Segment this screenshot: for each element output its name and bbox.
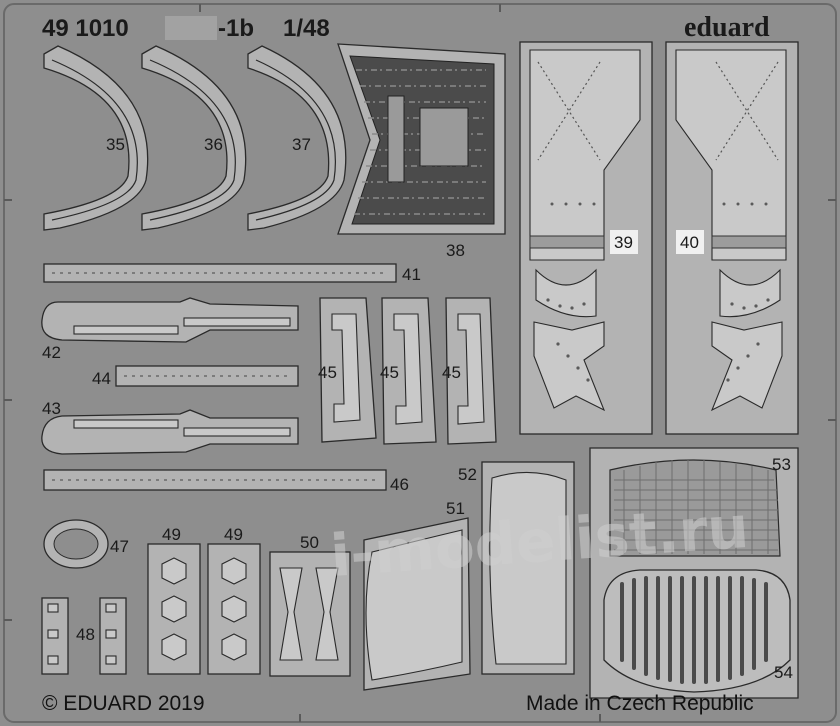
- part-number-38: 38: [446, 241, 465, 260]
- part-number-49-b: 49: [224, 525, 243, 544]
- part-number-46: 46: [390, 475, 409, 494]
- part-number-49-a: 49: [162, 525, 181, 544]
- part-number-44: 44: [92, 369, 111, 388]
- part-50-frame: [269, 551, 351, 677]
- part-48-clips: [41, 597, 127, 675]
- part-number-35: 35: [106, 135, 125, 154]
- part-41-long-strip: [43, 263, 397, 283]
- part-52-window-panel: [481, 461, 575, 675]
- part-number-45-b: 45: [380, 363, 399, 382]
- part-number-45-c: 45: [442, 363, 461, 382]
- part-51-curved-panel: [363, 517, 471, 691]
- part-47-ring: [43, 519, 109, 569]
- catalog-number: 49 1010: [42, 15, 129, 42]
- part-number-36: 36: [204, 135, 223, 154]
- origin-label: Made in Czech Republic: [526, 692, 754, 715]
- part-42-stepped-strip: [41, 297, 299, 343]
- part-38-textured-panel: [337, 43, 506, 235]
- part-36-curved-strip: [141, 45, 247, 231]
- part-number-54: 54: [774, 663, 793, 682]
- part-45-bracket-c: [445, 297, 497, 445]
- part-number-43: 43: [42, 399, 61, 418]
- part-number-51: 51: [446, 499, 465, 518]
- copyright: © EDUARD 2019: [42, 692, 205, 715]
- fret-attachment-tabs: [4, 4, 836, 722]
- part-37-curved-strip: [247, 45, 347, 231]
- part-number-53: 53: [772, 455, 791, 474]
- label-box-40: [676, 230, 704, 254]
- part-number-40: 40: [680, 233, 699, 252]
- part-number-52: 52: [458, 465, 477, 484]
- part-43-stepped-strip: [41, 409, 299, 455]
- part-number-42: 42: [42, 343, 61, 362]
- part-number-45-a: 45: [318, 363, 337, 382]
- part-45-bracket-a: [319, 297, 377, 443]
- part-number-48: 48: [76, 625, 95, 644]
- redacted-model-name: [165, 16, 217, 40]
- part-45-bracket-b: [381, 297, 437, 445]
- part-number-50: 50: [300, 533, 319, 552]
- part-number-47: 47: [110, 537, 129, 556]
- part-49-plate-b: [207, 543, 261, 675]
- model-suffix: -1b: [218, 15, 254, 42]
- brand-logo: eduard: [684, 12, 770, 43]
- part-number-41: 41: [402, 265, 421, 284]
- part-44-short-strip: [115, 365, 299, 387]
- label-box-39: [610, 230, 638, 254]
- part-number-39: 39: [614, 233, 633, 252]
- scale-label: 1/48: [283, 15, 330, 42]
- part-46-long-strip: [43, 469, 387, 491]
- part-35-curved-strip: [43, 45, 149, 231]
- part-49-plate-a: [147, 543, 201, 675]
- part-54-slotted-grille: [603, 569, 791, 693]
- part-number-37: 37: [292, 135, 311, 154]
